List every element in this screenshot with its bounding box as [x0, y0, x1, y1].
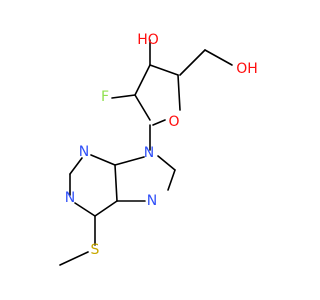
- bond-c1-c2: [134, 94, 151, 121]
- bond-c4-o-ring: [177, 74, 181, 111]
- atom-label-layer: HO OH F O N N N N S: [65, 32, 258, 258]
- bond-c5-oh: [204, 49, 233, 66]
- atom-label-o-ring: O: [168, 114, 179, 130]
- bond-n9-c4: [114, 156, 145, 166]
- bond-s-ch3: [59, 251, 89, 266]
- molecule-structure: HO OH F O N N N N S: [59, 32, 258, 266]
- bond-c2-f: [111, 94, 136, 99]
- bond-n3-c2: [69, 157, 83, 175]
- atom-label-f: F: [101, 89, 109, 105]
- atom-label-n3: N: [79, 144, 89, 160]
- bond-c5-c4: [114, 164, 118, 202]
- bond-c6-c5: [94, 200, 118, 217]
- bond-c3-c2: [134, 64, 151, 96]
- bond-c4-c5: [179, 49, 206, 76]
- atom-label-n1: N: [65, 190, 75, 206]
- bond-layer: [59, 39, 233, 266]
- atom-label-s: S: [91, 242, 100, 258]
- atom-label-ho-top: HO: [137, 32, 159, 48]
- bond-n9-c8: [157, 155, 176, 171]
- atom-label-n7: N: [147, 193, 157, 209]
- bond-n1-c6: [74, 202, 96, 217]
- bond-c4-n3: [90, 154, 116, 166]
- bond-o-ring-c1: [152, 119, 166, 126]
- atom-label-oh-right: OH: [236, 61, 258, 77]
- atom-label-n9: N: [144, 145, 154, 161]
- bond-c8-n7: [167, 169, 176, 191]
- bond-c3-c4: [149, 64, 179, 76]
